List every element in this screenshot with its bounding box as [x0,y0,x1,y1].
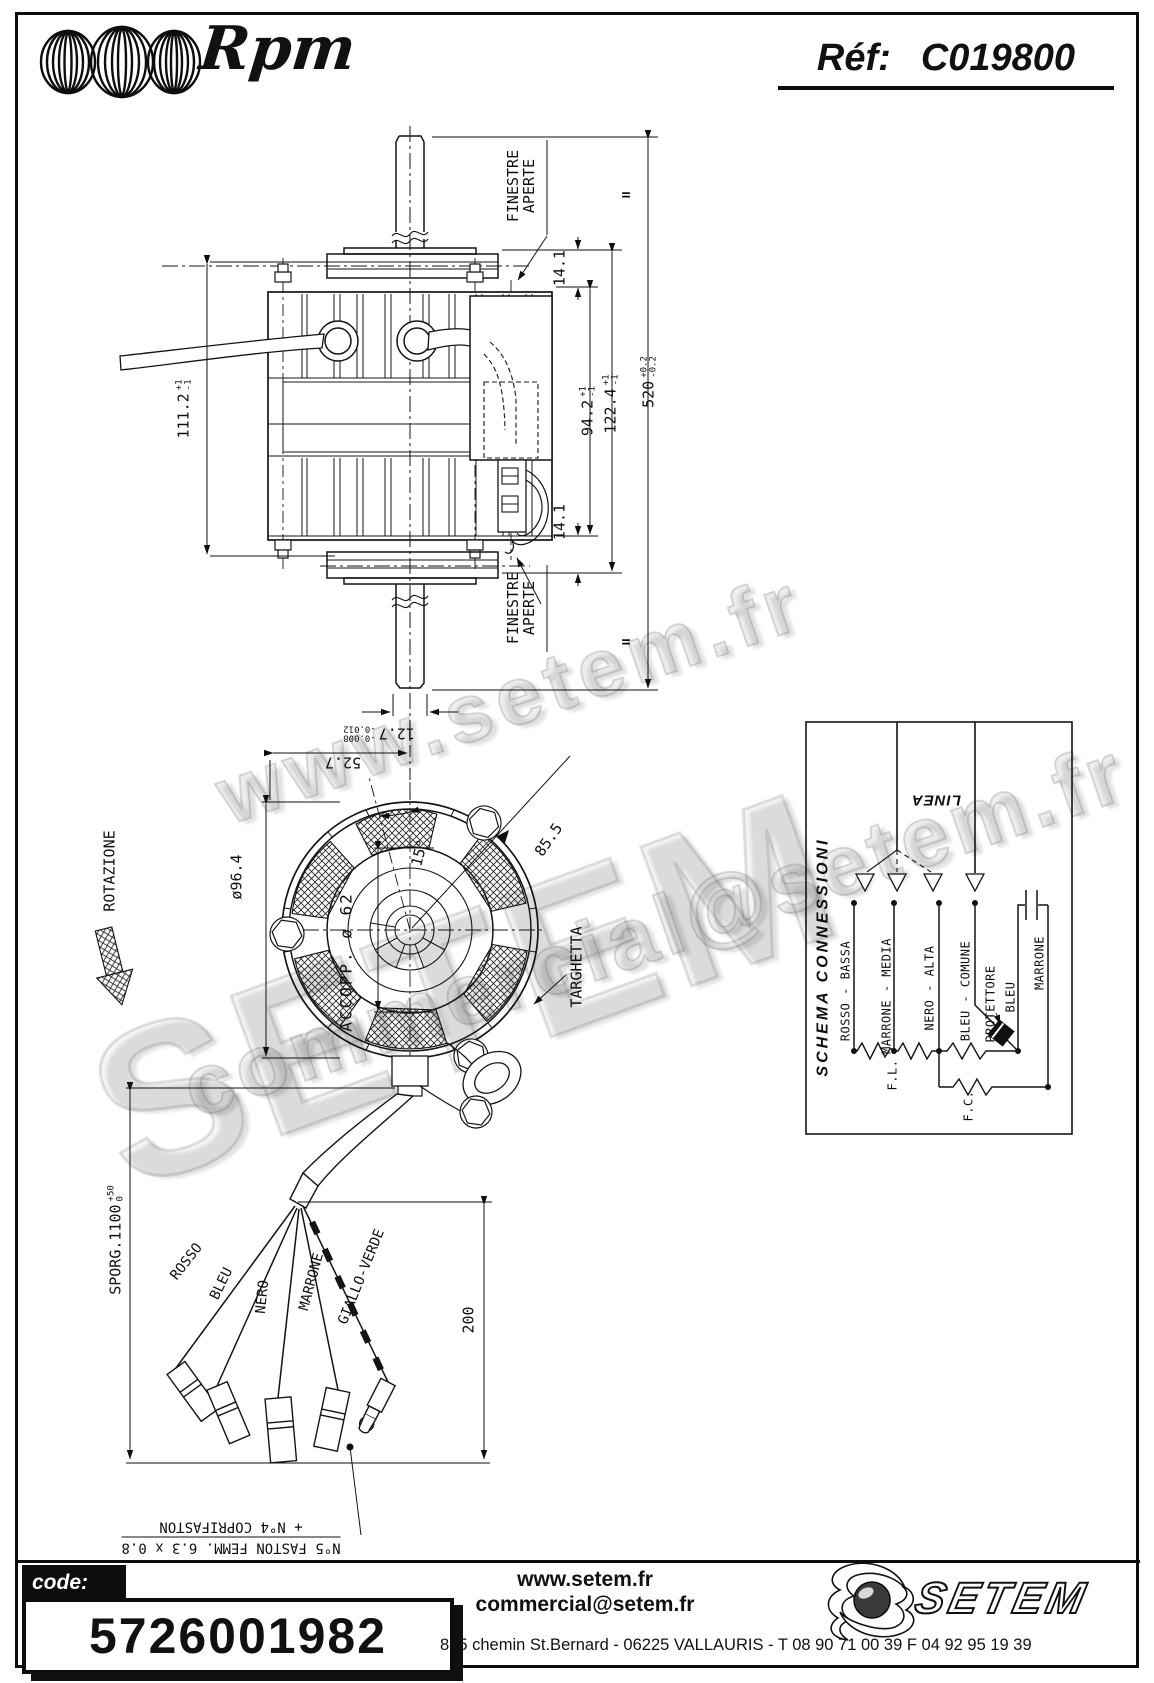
schema-wire-marrone-media: MARRONE - MEDIA [879,938,894,1054]
targhetta-label: TARGHETTA [567,926,586,1008]
footer-email[interactable]: commercial@setem.fr [475,1593,695,1616]
footer-address: 885 chemin St.Bernard - 06225 VALLAURIS … [440,1636,1032,1654]
dim-stripped-length-label: 200 [459,1306,478,1334]
dim-shaft-diameter-label: 12.7-0.008-0.012 [343,724,415,743]
finestre-aperte-note-top: FINESTRE APERTE [504,149,538,223]
dim-overall-height-label: 111.2+1-1 [174,379,194,439]
footer-website[interactable]: www.setem.fr [517,1568,653,1591]
footer-separator-line [15,1560,1140,1563]
faston-note-line2: + N°4 COPRIFASTON [121,1516,341,1538]
schema-fc-label: F.C. [961,1090,976,1122]
code-label-tab: code: [22,1565,126,1601]
schema-title: SCHEMA CONNESSIONI [814,837,832,1077]
schema-wire-bleu-comune: BLEU - COMUNE [958,940,973,1042]
equal-mark-top: = [621,185,631,204]
ref-value: C019800 [920,36,1076,79]
dim-flange-to-flange-label: 122.4+1-1 [601,374,621,434]
equal-mark-bottom: = [621,632,631,651]
dim-coupling-label: ACCOPP. ø 62 [336,892,356,1032]
schema-protettore-label: PROTETTORE [983,965,998,1043]
dim-window-bottom-label: 14.1 [550,503,569,541]
schema-marrone-label: MARRONE [1032,935,1047,991]
code-value: 5726001982 [88,1608,388,1664]
faston-note-line1: N°5 FASTON FEMM. 6.3 x 0.8 [121,1539,341,1556]
schema-linea-label: LINEA [911,791,961,809]
dim-total-length-label: 520+0.2-0.2 [639,356,659,408]
code-value-box: 5726001982 [22,1598,454,1674]
dim-outer-diameter-label: ø96.4 [227,854,246,900]
faston-note: N°5 FASTON FEMM. 6.3 x 0.8 + N°4 COPRIFA… [121,1516,341,1558]
dim-window-top-label: 14.1 [550,249,569,287]
finestre-aperte-note-bottom: FINESTRE APERTE [504,571,538,645]
dim-body-label: 94.2+1-1 [578,386,598,436]
schema-bleu-label: BLEU [1003,981,1018,1013]
page-border-frame [15,12,1139,1668]
dim-shaft-offset-label: 52.7 [324,753,362,772]
schema-fl-label: F.L. [885,1059,900,1091]
ref-label: Réf: [816,36,891,79]
setem-brand-text: SETEM [910,1573,1094,1624]
reference-title: Réf: C019800 [778,30,1114,90]
rotazione-label: ROTAZIONE [100,830,119,912]
rpm-logo-text: Rpm [196,14,359,84]
dim-value: 111.2 [174,393,193,439]
schema-wire-rosso-bassa: ROSSO - BASSA [838,940,853,1042]
schema-wire-nero-alta: NERO - ALTA [922,945,937,1031]
